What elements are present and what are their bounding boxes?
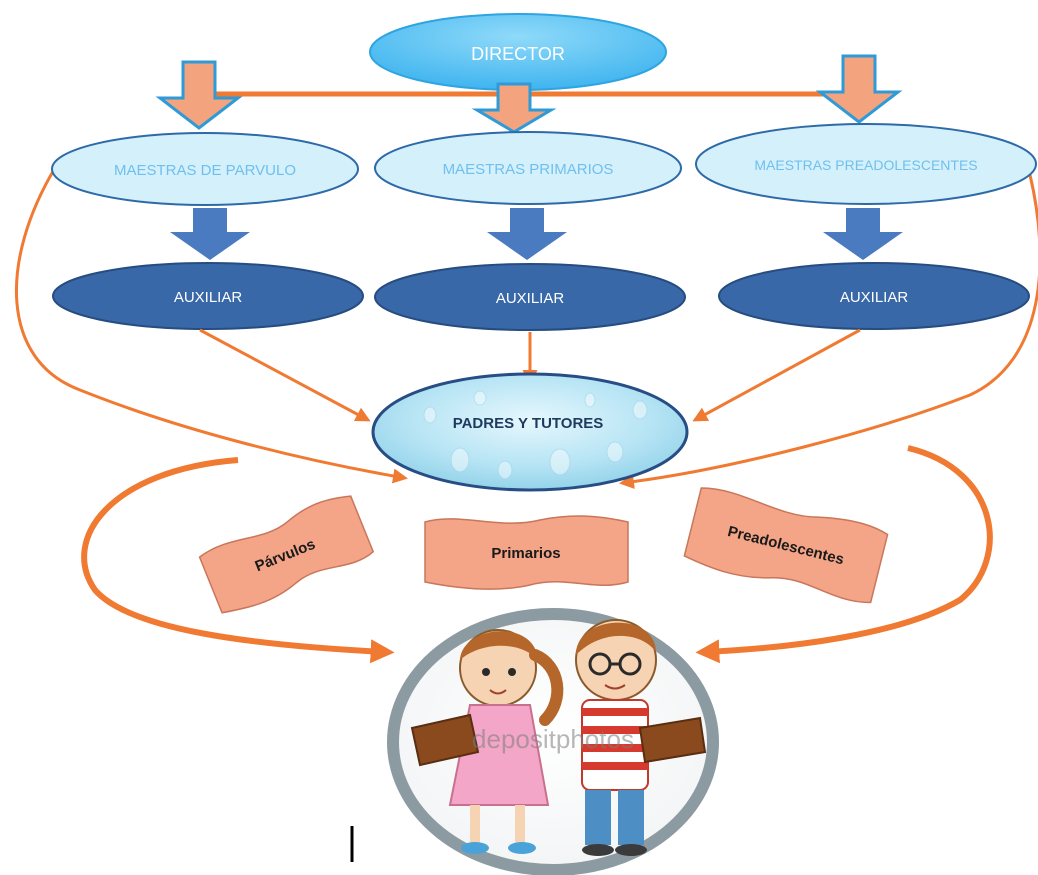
blue-down-arrow-icon (487, 208, 567, 260)
orange-down-arrow-icon (471, 82, 557, 134)
auxiliary-node: AUXILIAR (52, 262, 364, 330)
parents-node: PADRES Y TUTORES (371, 372, 689, 492)
auxiliary-node: AUXILIAR (374, 263, 686, 331)
orange-down-arrow-icon (155, 60, 243, 130)
teacher-label: MAESTRAS PREADOLESCENTES (754, 157, 977, 173)
auxiliary-node: AUXILIAR (718, 262, 1030, 330)
orange-down-arrow-icon (815, 54, 903, 124)
teacher-label: MAESTRAS PRIMARIOS (443, 161, 614, 178)
boy-figure-icon (575, 619, 707, 856)
auxiliary-label: AUXILIAR (840, 289, 909, 306)
teacher-node-primarios: MAESTRAS PRIMARIOS (374, 131, 682, 205)
girl-figure-icon (410, 629, 564, 854)
right-side-curve (619, 174, 1038, 490)
left-side-curve (14, 167, 408, 484)
blue-down-arrow-icon (823, 208, 903, 260)
group-banner-primarios: Primarios (424, 515, 629, 590)
aux-to-parents-arrow (199, 328, 371, 422)
left-children-arrow (81, 457, 395, 664)
right-children-arrow (695, 445, 993, 664)
group-banner-preadolescentes: Preadolescentes (683, 487, 889, 604)
group-label: Primarios (491, 545, 560, 562)
auxiliary-label: AUXILIAR (174, 289, 243, 306)
director-node: DIRECTOR (369, 13, 667, 91)
aux-to-parents-arrow (692, 328, 861, 422)
director-label: DIRECTOR (471, 44, 565, 64)
children-reading-illustration: depositphotos (387, 608, 719, 875)
parents-label: PADRES Y TUTORES (453, 415, 604, 432)
blue-down-arrow-icon (170, 208, 250, 260)
group-banner-parvulos: Párvulos (198, 495, 375, 614)
auxiliary-label: AUXILIAR (496, 290, 565, 307)
teacher-node-preadolescentes: MAESTRAS PREADOLESCENTES (695, 123, 1037, 205)
watermark-text: depositphotos (472, 724, 634, 754)
teacher-node-parvulo: MAESTRAS DE PARVULO (51, 132, 359, 206)
teacher-label: MAESTRAS DE PARVULO (114, 162, 296, 179)
